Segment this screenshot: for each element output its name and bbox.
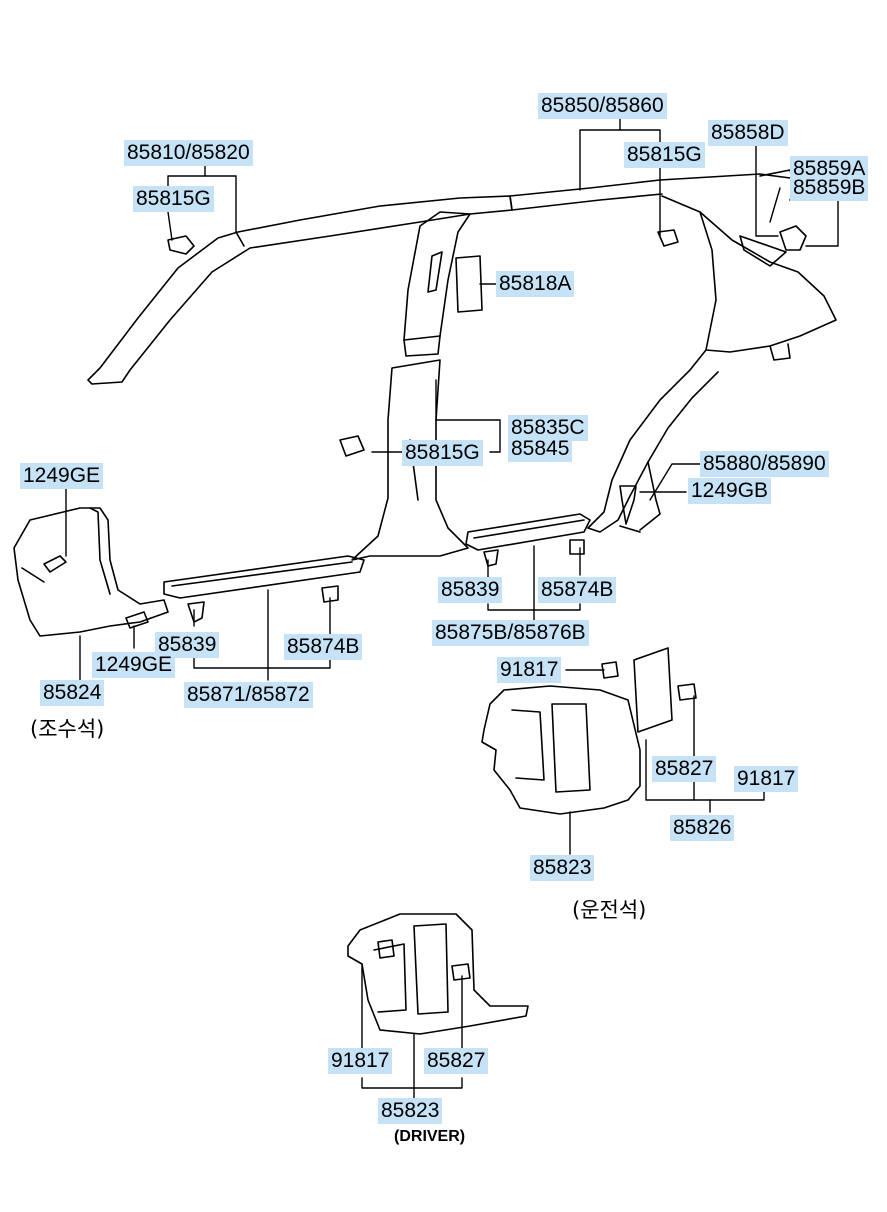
clip-icon xyxy=(483,549,499,567)
label-91817-right: 91817 xyxy=(734,766,799,792)
label-85850-85860: 85850/85860 xyxy=(538,93,667,119)
label-91817-driver: 91817 xyxy=(328,1048,393,1074)
kick-panel-driver-seat xyxy=(481,647,673,815)
caption-driver: (DRIVER) xyxy=(394,1128,466,1145)
caption-passenger-seat: (조수석) xyxy=(30,717,105,741)
label-85823-right: 85823 xyxy=(530,855,595,881)
label-85874b-right: 85874B xyxy=(538,577,617,603)
label-85858d: 85858D xyxy=(708,120,788,146)
screw-icon xyxy=(43,555,67,573)
clip-icon xyxy=(339,435,365,457)
label-85824: 85824 xyxy=(40,680,105,706)
label-85845: 85845 xyxy=(508,436,573,462)
label-85826: 85826 xyxy=(670,815,735,841)
label-1249ge-top: 1249GE xyxy=(20,463,104,489)
label-85827-driver: 85827 xyxy=(424,1048,489,1074)
label-85815g-center: 85815G xyxy=(402,440,483,466)
clip-icon xyxy=(601,661,619,679)
roof-side-rail xyxy=(509,173,791,211)
label-85880-85890: 85880/85890 xyxy=(700,451,829,477)
scuff-plate-front xyxy=(163,555,365,599)
label-85827-right: 85827 xyxy=(652,756,717,782)
leader-lines xyxy=(65,117,839,1099)
clip-icon xyxy=(377,939,395,959)
clip-icons xyxy=(43,229,697,981)
label-85871-85872: 85871/85872 xyxy=(184,682,313,708)
cowl-trim-passenger xyxy=(13,507,169,637)
label-85818a: 85818A xyxy=(496,271,575,297)
label-85874b-left: 85874B xyxy=(284,634,363,660)
quarter-trim xyxy=(661,169,837,361)
scuff-plate-rear xyxy=(465,513,591,551)
kick-panel-driver xyxy=(347,913,529,1035)
clip-icon xyxy=(187,601,205,623)
label-85823-driver: 85823 xyxy=(378,1098,443,1124)
wheel-house-trim xyxy=(587,349,719,533)
label-91817-top: 91817 xyxy=(497,657,562,683)
clip-icon xyxy=(321,585,339,603)
b-pillar-upper xyxy=(403,211,471,357)
label-85839-right: 85839 xyxy=(438,577,503,603)
screw-icon xyxy=(619,485,637,525)
label-85815g-upper-right: 85815G xyxy=(624,142,705,168)
clip-icon xyxy=(167,235,195,255)
clip-icon xyxy=(677,683,697,701)
label-85810-85820: 85810/85820 xyxy=(124,140,253,166)
label-85815g-upper-left: 85815G xyxy=(133,186,214,212)
clip-icon xyxy=(451,963,471,981)
screw-icon xyxy=(125,611,149,629)
grommet-icon xyxy=(455,255,483,313)
a-pillar-trim xyxy=(87,195,513,385)
caption-driver-seat: (운전석) xyxy=(572,898,647,922)
label-1249ge-bottom: 1249GE xyxy=(92,652,176,678)
label-85875b-85876b: 85875B/85876B xyxy=(432,620,589,646)
label-85859b: 85859B xyxy=(790,175,869,201)
clip-icon xyxy=(657,229,679,247)
label-1249gb: 1249GB xyxy=(688,478,772,504)
clip-icon xyxy=(569,539,585,555)
